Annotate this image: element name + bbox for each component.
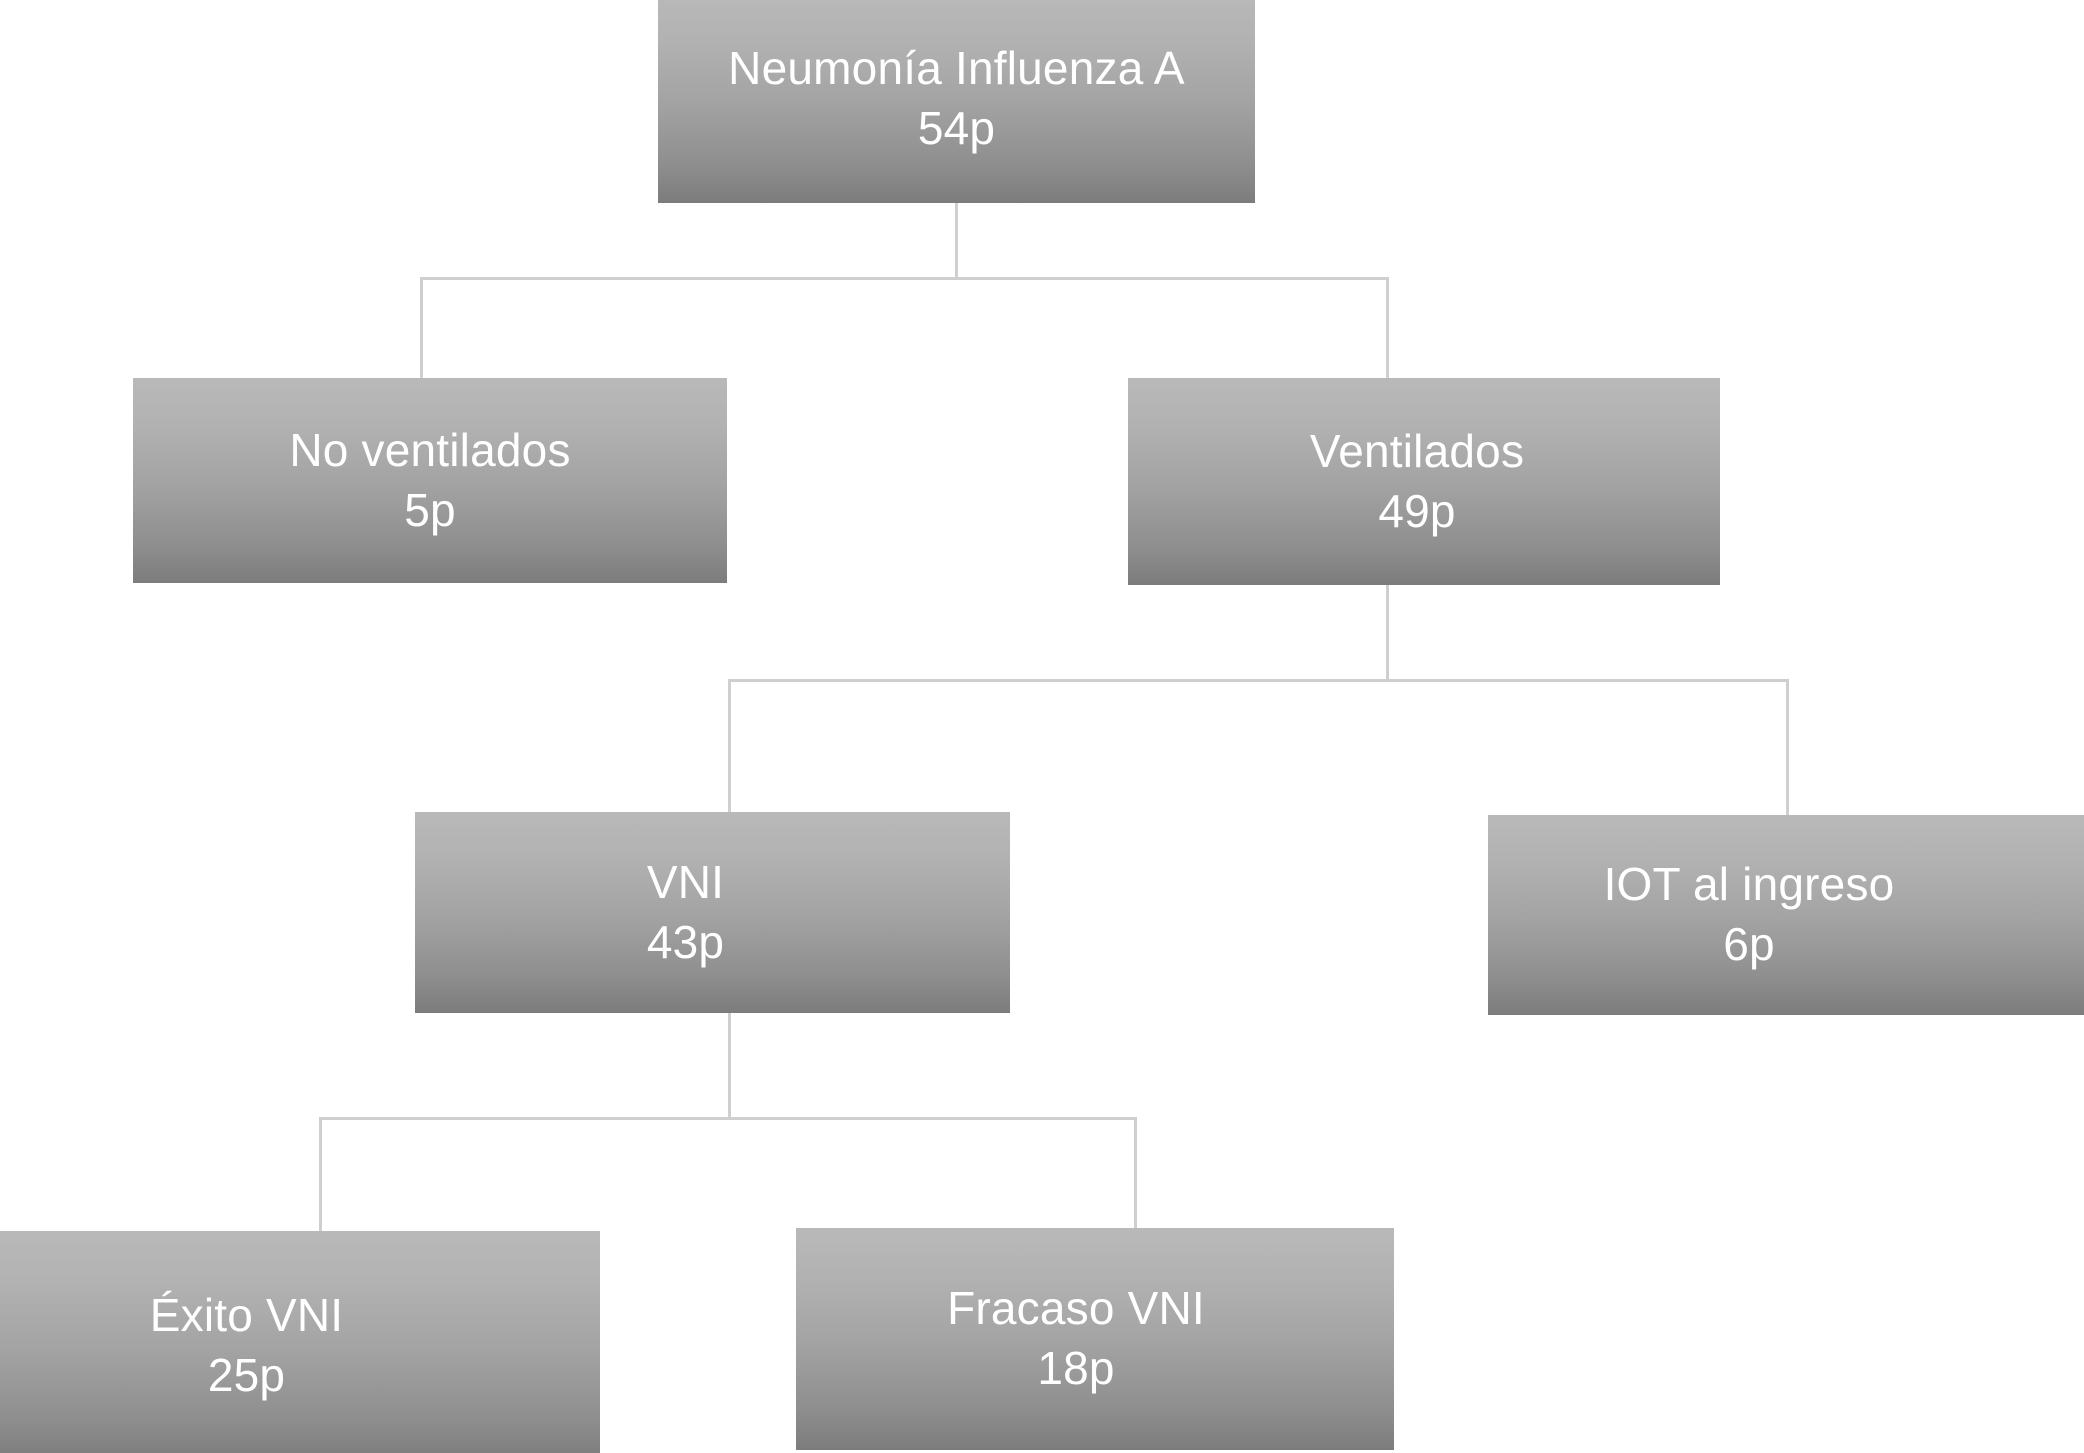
node-label: No ventilados bbox=[289, 423, 571, 476]
node-text-block: VNI 43p bbox=[647, 853, 724, 973]
node-no-ventilados[interactable]: No ventilados 5p bbox=[133, 378, 727, 583]
node-count: 49p bbox=[1378, 484, 1456, 537]
connector-root-to-ventilados bbox=[1386, 277, 1389, 381]
connector-ventilados-to-iot bbox=[1786, 679, 1789, 817]
connector-vni-stem bbox=[728, 1013, 731, 1119]
connector-root-stem bbox=[955, 203, 958, 280]
node-count: 18p bbox=[1037, 1342, 1115, 1394]
node-count: 6p bbox=[1723, 918, 1775, 970]
node-label: Fracaso VNI bbox=[947, 1282, 1205, 1335]
node-count: 25p bbox=[207, 1349, 286, 1401]
node-fracaso-vni[interactable]: Fracaso VNI 18p bbox=[796, 1228, 1394, 1450]
node-label: Neumonía Influenza A bbox=[728, 41, 1185, 94]
node-iot-al-ingreso[interactable]: IOT al ingreso 6p bbox=[1488, 815, 2084, 1015]
node-exito-vni[interactable]: Éxito VNI 25p bbox=[0, 1231, 600, 1453]
connector-root-to-noventilados bbox=[420, 277, 423, 381]
connector-ventilados-to-vni bbox=[728, 679, 731, 814]
connector-ventilados-bus bbox=[728, 679, 1788, 682]
connector-root-bus bbox=[420, 277, 1388, 280]
node-text-block: Fracaso VNI 18p bbox=[947, 1279, 1205, 1399]
node-label: VNI bbox=[646, 855, 725, 908]
node-text-block: Éxito VNI 25p bbox=[150, 1286, 344, 1406]
node-count: 5p bbox=[404, 483, 456, 536]
node-label: Ventilados bbox=[1309, 424, 1525, 477]
node-label: IOT al ingreso bbox=[1603, 858, 1895, 911]
node-neumonia-influenza-a[interactable]: Neumonía Influenza A 54p bbox=[658, 0, 1255, 203]
node-text-block: Ventilados 49p bbox=[1310, 422, 1524, 542]
node-text-block: Neumonía Influenza A 54p bbox=[728, 39, 1185, 159]
connector-vni-bus bbox=[319, 1117, 1136, 1120]
node-label: Éxito VNI bbox=[149, 1289, 344, 1342]
connector-vni-to-exito bbox=[319, 1117, 322, 1233]
node-count: 43p bbox=[646, 915, 725, 968]
connector-ventilados-stem bbox=[1386, 585, 1389, 681]
node-vni[interactable]: VNI 43p bbox=[415, 812, 1010, 1013]
connector-vni-to-fracaso bbox=[1134, 1117, 1137, 1231]
node-text-block: IOT al ingreso 6p bbox=[1604, 855, 1895, 975]
node-text-block: No ventilados 5p bbox=[289, 421, 570, 541]
node-count: 54p bbox=[917, 101, 996, 154]
node-ventilados[interactable]: Ventilados 49p bbox=[1128, 378, 1720, 585]
